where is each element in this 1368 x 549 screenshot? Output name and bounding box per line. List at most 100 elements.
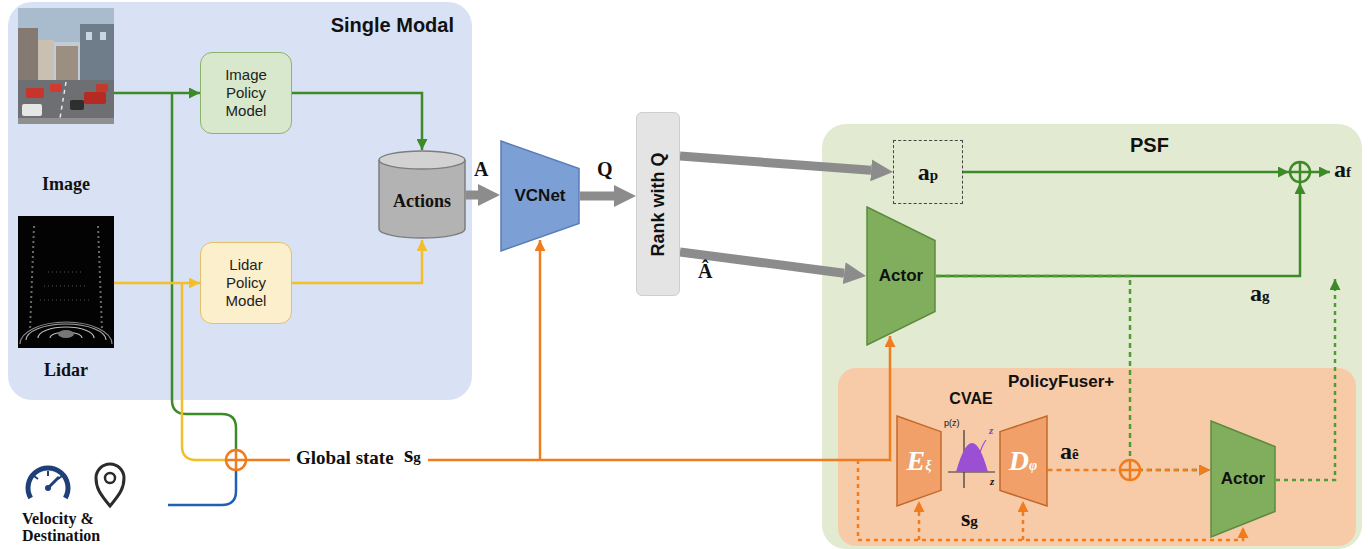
module-panel: Single ModalImageLidarImage Policy Model… xyxy=(8,2,472,400)
car xyxy=(84,92,106,104)
state-wire xyxy=(539,240,542,460)
action-wire xyxy=(936,183,1300,276)
sum-cross xyxy=(1290,162,1310,182)
flow-connector xyxy=(680,156,871,170)
label-anchor: A xyxy=(474,158,488,181)
edge-label: A xyxy=(474,158,488,181)
input-label: Lidar xyxy=(18,360,114,381)
sum-cross xyxy=(1120,460,1140,480)
velocity-wire xyxy=(168,470,236,505)
panel-title: PSF xyxy=(822,134,1362,157)
building xyxy=(38,40,54,80)
block-label: Actor xyxy=(1221,469,1265,489)
module-panel: PolicyFuser+ Eξ DφActor xyxy=(838,368,1356,546)
speedometer-icon xyxy=(28,468,68,498)
label-anchor: ag xyxy=(1250,280,1270,307)
policy-model-box: Lidar Policy Model xyxy=(200,242,292,324)
velocity-destination-input: Velocity & Destination xyxy=(18,448,166,546)
edge-label: aê xyxy=(1060,438,1079,465)
label-anchor: Â xyxy=(698,260,712,283)
box-label: Rank with Q xyxy=(648,152,669,256)
box-label: Image Policy Model xyxy=(210,66,282,120)
pin-outline xyxy=(96,464,124,506)
distribution-curve xyxy=(956,443,988,472)
sum-circle xyxy=(226,450,246,470)
lidar-input: Lidar xyxy=(18,216,114,388)
building xyxy=(18,28,38,82)
action-symbol: af xyxy=(1334,156,1351,183)
flow-connector xyxy=(292,93,422,150)
flow-connector xyxy=(114,92,200,95)
sum-circle xyxy=(1120,460,1140,480)
label-anchor: Q xyxy=(597,158,613,181)
block-shape xyxy=(897,416,941,506)
panel-title: Single Modal xyxy=(8,14,472,37)
block-shape xyxy=(1211,421,1275,537)
street-image xyxy=(18,8,114,124)
state-label: Global state xyxy=(296,447,394,469)
panel-ground xyxy=(838,368,1356,546)
edge-label: Q xyxy=(597,158,613,181)
state-wire xyxy=(246,459,290,462)
label-anchor: p(z) xyxy=(944,418,960,428)
action-symbol: ap xyxy=(918,159,938,186)
panel-ground xyxy=(8,2,472,400)
cylinder-top xyxy=(379,151,465,169)
axis-label: p(z) xyxy=(944,418,960,428)
lidar-scan xyxy=(40,272,92,300)
panel-title: PolicyFuser+ xyxy=(838,372,1356,392)
action-wire xyxy=(963,171,1289,174)
road xyxy=(18,80,114,124)
policy-model-box: Image Policy Model xyxy=(200,52,292,134)
cylinder-body xyxy=(379,160,465,238)
gauge-arc xyxy=(28,468,68,498)
label-anchor: z xyxy=(989,424,993,436)
lidar-ground xyxy=(18,216,114,348)
label-anchor: sg xyxy=(961,505,978,532)
car xyxy=(26,88,44,98)
actor-network: Actor xyxy=(866,206,936,346)
action-box: ap xyxy=(893,140,963,204)
label-anchor: af xyxy=(1334,156,1351,183)
block-label: Eξ xyxy=(907,445,932,477)
flow-connector xyxy=(114,282,200,285)
residual-wire-dotted xyxy=(1276,279,1335,480)
label-anchor: z xyxy=(990,475,994,487)
building xyxy=(80,24,114,82)
flow-connector xyxy=(580,192,614,201)
box-label: Lidar Policy Model xyxy=(210,256,282,310)
sum-cross xyxy=(226,450,246,470)
label-anchor: aê xyxy=(1060,438,1079,465)
ego-vehicle xyxy=(58,330,74,338)
sum-circle xyxy=(1290,162,1310,182)
lidar-ring xyxy=(38,327,94,338)
state-symbol: sg xyxy=(404,441,421,468)
encoder-block: Eξ xyxy=(896,415,942,507)
window xyxy=(100,32,106,40)
block-label: VCNet xyxy=(514,186,565,206)
panel-ground xyxy=(822,124,1362,549)
state-wire-dotted xyxy=(1022,501,1025,540)
sidewalk xyxy=(18,118,114,124)
actions-store: Actions xyxy=(378,150,466,240)
car xyxy=(70,100,84,110)
flow-connector xyxy=(466,191,478,200)
decoder-block: Dφ xyxy=(999,415,1048,507)
module-label: CVAE xyxy=(949,390,992,408)
window xyxy=(86,32,92,40)
building xyxy=(56,46,78,80)
action-symbol: ag xyxy=(1250,280,1270,307)
lidar-ring xyxy=(20,322,112,344)
label-anchor: CVAE xyxy=(949,390,992,408)
lidar-image xyxy=(18,216,114,348)
network-block: VCNet xyxy=(500,140,580,252)
block-shape xyxy=(501,141,579,251)
gauge-hub xyxy=(45,485,51,491)
block-label: Actor xyxy=(879,266,923,286)
label-anchor: sg xyxy=(404,441,421,468)
block-label: Dφ xyxy=(1009,445,1037,477)
actor-network: Actor xyxy=(1210,420,1276,538)
edge-label: Â xyxy=(698,260,712,283)
block-shape xyxy=(1000,416,1047,506)
